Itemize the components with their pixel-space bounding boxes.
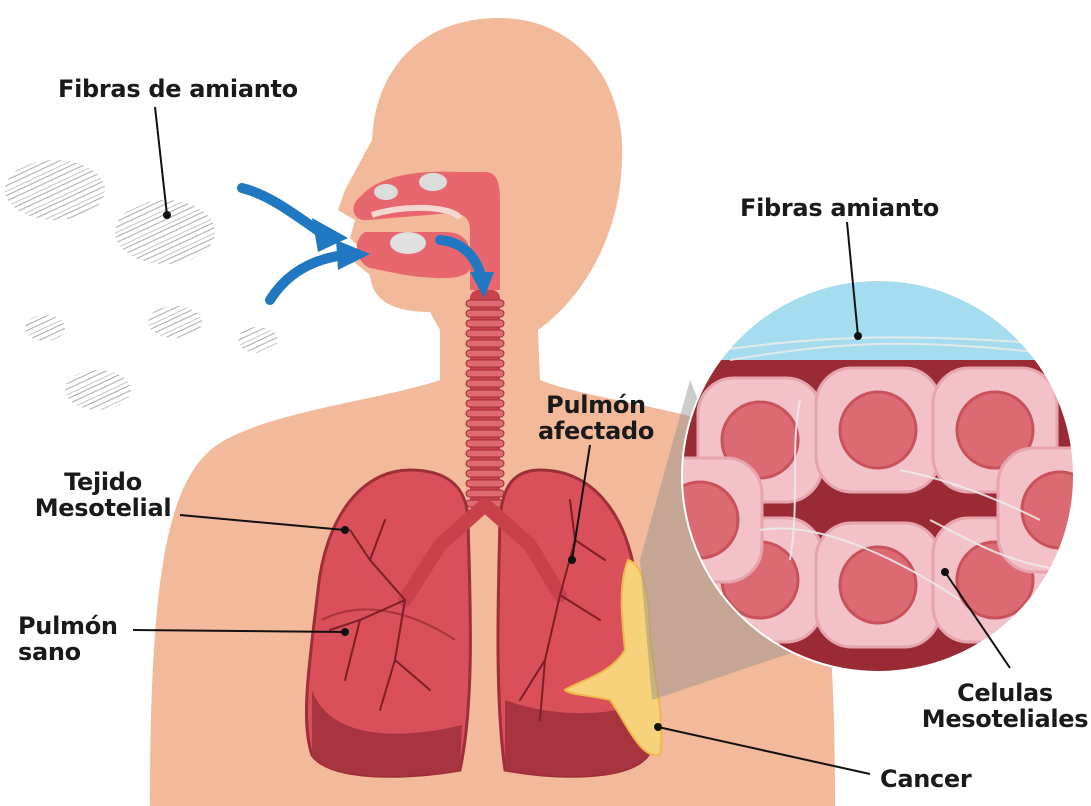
trachea-ring bbox=[466, 320, 504, 327]
trachea-ring bbox=[466, 430, 504, 437]
trachea-ring bbox=[466, 330, 504, 337]
label-pulmon-afectado: Pulmón afectado bbox=[536, 392, 656, 444]
label-pulmon-afectado-line2: afectado bbox=[536, 418, 656, 444]
label-celulas-line1: Celulas bbox=[920, 680, 1090, 706]
trachea-ring bbox=[466, 470, 504, 477]
cell-nucleus bbox=[840, 392, 916, 468]
label-tejido-mesotelial: Tejido Mesotelial bbox=[28, 469, 178, 521]
airborne-fibers bbox=[5, 160, 278, 410]
label-celulas-line2: Mesoteliales bbox=[920, 706, 1090, 732]
trachea-ring bbox=[466, 300, 504, 307]
trachea-ring bbox=[466, 420, 504, 427]
label-pulmon-sano-line1: Pulmón bbox=[18, 613, 118, 639]
label-fibras-amianto: Fibras amianto bbox=[740, 195, 939, 221]
label-cancer: Cancer bbox=[880, 766, 971, 792]
cell-nucleus bbox=[1022, 472, 1091, 548]
label-tejido-line2: Mesotelial bbox=[28, 495, 178, 521]
trachea-ring bbox=[466, 340, 504, 347]
trachea-ring bbox=[466, 370, 504, 377]
trachea-ring bbox=[466, 360, 504, 367]
label-pulmon-sano: Pulmón sano bbox=[18, 613, 118, 665]
trachea-ring bbox=[466, 450, 504, 457]
label-fibras-de-amianto: Fibras de amianto bbox=[58, 76, 298, 102]
trachea-ring bbox=[466, 310, 504, 317]
trachea-ring bbox=[466, 490, 504, 497]
trachea-ring bbox=[466, 390, 504, 397]
trachea-ring bbox=[466, 380, 504, 387]
trachea-ring bbox=[466, 440, 504, 447]
trachea-ring bbox=[466, 480, 504, 487]
label-tejido-line1: Tejido bbox=[28, 469, 178, 495]
trachea-ring bbox=[466, 460, 504, 467]
trachea-ring bbox=[466, 410, 504, 417]
trachea bbox=[466, 290, 504, 508]
label-pulmon-sano-line2: sano bbox=[18, 639, 118, 665]
trachea-ring bbox=[466, 400, 504, 407]
label-pulmon-afectado-line1: Pulmón bbox=[536, 392, 656, 418]
label-celulas-mesoteliales: Celulas Mesoteliales bbox=[920, 680, 1090, 732]
cell-nucleus bbox=[840, 547, 916, 623]
trachea-ring bbox=[466, 350, 504, 357]
